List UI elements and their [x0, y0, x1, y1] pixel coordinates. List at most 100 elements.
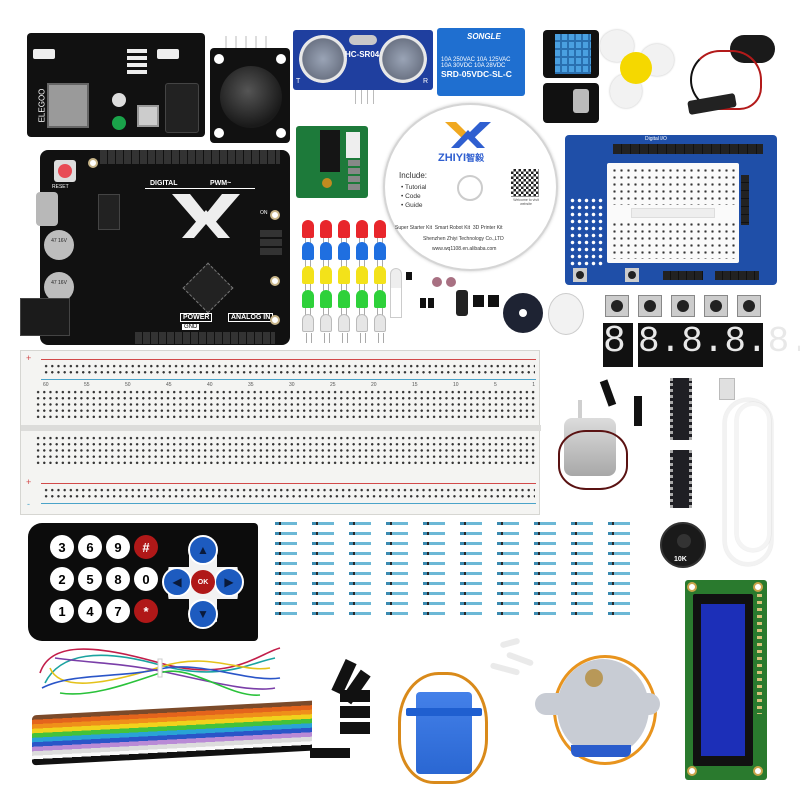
- capacitor-1: 47 16V: [44, 230, 74, 260]
- remote-up-button[interactable]: ▲: [188, 535, 218, 565]
- cd-include-list: • Tutorial • Code • Guide: [401, 183, 426, 210]
- fan-propeller: [598, 30, 676, 108]
- remote-right-button[interactable]: ▶: [214, 567, 244, 597]
- ir-remote: 3 6 9 # 2 5 8 0 1 4 7 * ▲ ◀ ▶ ▼ OK: [28, 523, 258, 641]
- remote-down-button[interactable]: ▼: [188, 599, 218, 629]
- ir-receiver-module: [543, 83, 599, 123]
- remote-key-4[interactable]: 4: [78, 599, 102, 623]
- remote-key-1[interactable]: 1: [50, 599, 74, 623]
- active-buzzer: [548, 293, 584, 335]
- digital-io-label: Digital I/O: [645, 136, 667, 142]
- relay-specs-2: 10A 30VDC 10A 28VDC: [441, 63, 506, 69]
- photoresistor-2: [446, 277, 456, 287]
- lcd-1602: [685, 580, 767, 780]
- digital-header: [100, 150, 280, 164]
- remote-key-2[interactable]: 2: [50, 567, 74, 591]
- mini-breadboard: [607, 163, 739, 263]
- remote-key-3[interactable]: 3: [50, 535, 74, 559]
- battery-clip: [680, 35, 780, 125]
- seven-segment-quad: 8.8.8.8.: [638, 323, 800, 367]
- receive-label: R: [423, 78, 429, 85]
- transistor-2: [488, 295, 499, 307]
- usb-port: [47, 83, 89, 128]
- rail-minus-bottom: -: [27, 499, 30, 509]
- motor-wire-2: [634, 396, 642, 426]
- jumper-wires: [39, 647, 281, 696]
- tutorial-cd: ZHIYI智毅 Include: • Tutorial • Code • Gui…: [383, 103, 558, 271]
- cd-kits: Super Starter Kit Smart Robot Kit 3D Pri…: [395, 225, 503, 231]
- servo-motor: [398, 668, 490, 788]
- breadboard-power-module: ELEGOO: [27, 33, 205, 137]
- photoresistor-1: [432, 277, 442, 287]
- digital-label: DIGITAL: [150, 180, 178, 187]
- transducer-right: [379, 35, 427, 83]
- ic-chip-1: [670, 378, 692, 440]
- remote-key-7[interactable]: 7: [106, 599, 130, 623]
- uno-board: RESET DIGITAL PWM~ 47 16V 47 16V ON POWE…: [20, 150, 290, 345]
- relay-brand: SONGLE: [467, 32, 501, 41]
- transistor-1: [473, 295, 484, 307]
- on-label: ON: [260, 210, 268, 216]
- zhiyi-logo-icon: [445, 122, 491, 148]
- dupont-connectors: [310, 659, 380, 770]
- tact-switch-5: [737, 295, 761, 317]
- tact-switch-1: [605, 295, 629, 317]
- dht11-sensor-module: [543, 30, 599, 78]
- pwm-label: PWM~: [210, 180, 232, 187]
- stepper-body: [557, 659, 649, 757]
- cd-brand: ZHIYI: [438, 152, 467, 164]
- lcd-screen: [701, 604, 745, 756]
- relay-specs-1: 10A 250VAC 10A 125VAC: [441, 57, 511, 63]
- model-label: HC-SR04: [345, 50, 380, 59]
- cd-item-tutorial: • Tutorial: [401, 184, 427, 191]
- gnd-label: GND: [182, 324, 200, 330]
- remote-key-5[interactable]: 5: [78, 567, 102, 591]
- rail-plus-top: +: [26, 353, 32, 363]
- transmit-label: T: [296, 78, 301, 85]
- reset-button: [54, 160, 76, 182]
- stepper-motor: [535, 645, 660, 780]
- dc-jack: [165, 83, 199, 133]
- reset-label: RESET: [52, 184, 69, 190]
- usb-cable: [715, 378, 780, 568]
- servo-horns: [480, 637, 540, 680]
- analog-in-label: ANALOG IN: [228, 313, 274, 322]
- cd-brand-cn: 智毅: [466, 153, 485, 163]
- cd-website: www.wq1108.en.alibaba.com: [432, 246, 497, 252]
- remote-key-0[interactable]: 0: [134, 567, 158, 591]
- brand-label: ELEGOO: [37, 88, 47, 123]
- zhiyi-logo-icon: [172, 194, 240, 238]
- ribbon-dupont-cable: [32, 700, 312, 766]
- ic-chip-2: [670, 450, 692, 508]
- power-led: [112, 116, 126, 130]
- cd-item-code: • Code: [401, 193, 421, 200]
- power-header: [135, 332, 275, 344]
- cd-include-title: Include:: [399, 171, 428, 180]
- rgb-led: [390, 268, 402, 318]
- capacitor-2: 47 16V: [44, 272, 74, 302]
- driver-chip: [320, 130, 340, 172]
- remote-key-hash[interactable]: #: [134, 535, 158, 559]
- resistor-grid: [275, 522, 645, 622]
- joystick-knob: [220, 66, 282, 128]
- remote-key-star[interactable]: *: [134, 599, 158, 623]
- microcontroller: [182, 262, 234, 314]
- remote-key-8[interactable]: 8: [106, 567, 130, 591]
- remote-key-9[interactable]: 9: [106, 535, 130, 559]
- remote-left-button[interactable]: ◀: [162, 567, 192, 597]
- ultrasonic-sensor: HC-SR04 T R: [293, 30, 433, 90]
- remote-ok-button[interactable]: OK: [191, 570, 215, 594]
- rail-plus-bottom: +: [26, 477, 32, 487]
- potentiometer: 10K: [660, 522, 706, 568]
- stepper-driver-board: [296, 126, 368, 198]
- remote-key-6[interactable]: 6: [78, 535, 102, 559]
- dc-motor: [558, 400, 628, 496]
- usb-c-port: [36, 192, 58, 226]
- relay-model: SRD-05VDC-SL-C: [441, 69, 512, 79]
- capacitor: [456, 290, 468, 316]
- joystick-module: [210, 36, 290, 143]
- tact-switch-2: [638, 295, 662, 317]
- dc-barrel-jack: [20, 298, 70, 336]
- shield-reset-button: [573, 268, 587, 282]
